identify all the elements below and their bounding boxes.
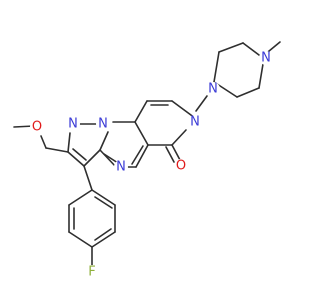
carbonyl-o-atom: O bbox=[174, 159, 188, 174]
svg-text:N: N bbox=[190, 115, 200, 130]
ether-o-atom: O bbox=[30, 120, 44, 135]
svg-text:F: F bbox=[88, 265, 95, 280]
svg-text:N: N bbox=[116, 160, 126, 175]
fluorine-atom: F bbox=[85, 265, 99, 280]
svg-text:O: O bbox=[176, 159, 186, 174]
svg-text:O: O bbox=[32, 120, 42, 135]
pyrazole-n2-atom: N bbox=[66, 117, 80, 132]
pyrimidine-n-atom: N bbox=[114, 160, 128, 175]
pyridone-n-atom: N bbox=[188, 115, 202, 130]
pyrazole-n1-atom: N bbox=[96, 117, 110, 132]
chemical-structure: N N N N N N O O bbox=[13, 41, 281, 280]
bond-layer bbox=[13, 41, 281, 267]
svg-text:N: N bbox=[261, 51, 271, 66]
svg-text:N: N bbox=[98, 117, 108, 132]
atom-label-layer: N N N N N N O O bbox=[30, 51, 273, 280]
piperazine-n2-atom: N bbox=[259, 51, 273, 66]
svg-text:N: N bbox=[68, 117, 78, 132]
svg-text:N: N bbox=[208, 82, 218, 97]
piperazine-n1-atom: N bbox=[206, 82, 220, 97]
